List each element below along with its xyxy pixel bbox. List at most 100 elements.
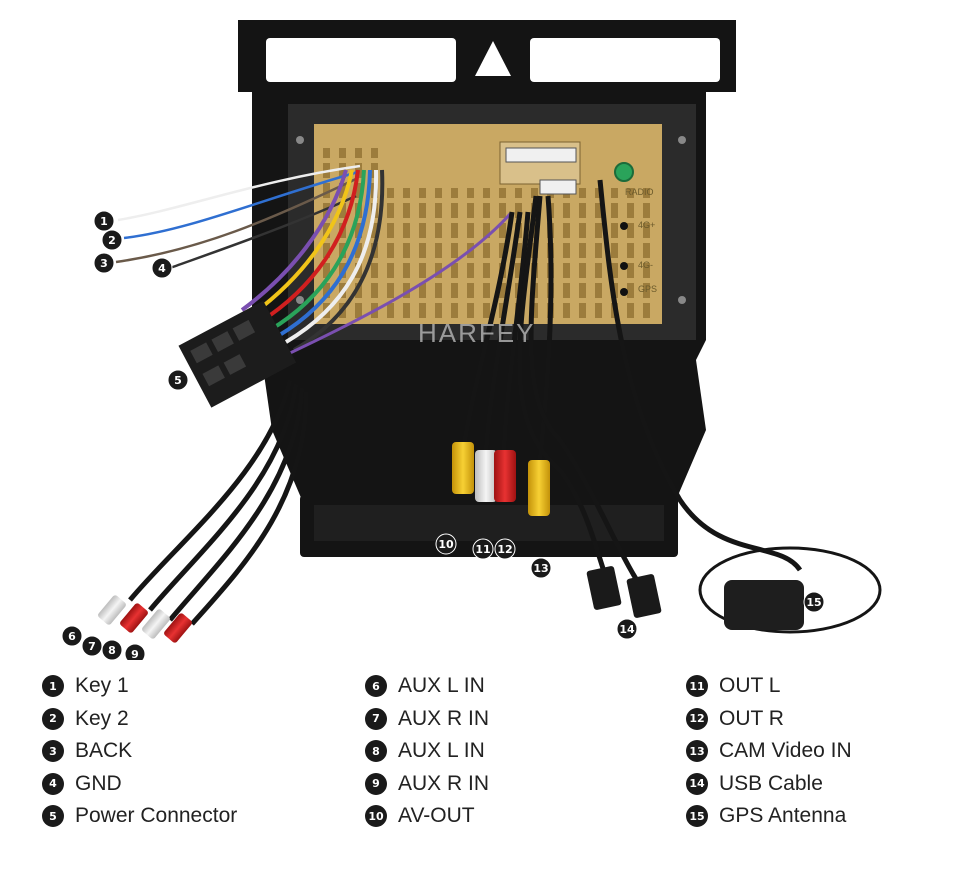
legend-item: 8 AUX L IN	[365, 735, 489, 768]
legend-item: 9 AUX R IN	[365, 768, 489, 801]
callout-number-15: 15	[806, 596, 821, 609]
legend-label: AV-OUT	[398, 804, 475, 828]
head-unit-wiring-photo: RADIO 4G+ 4G- GPS	[61, 20, 882, 660]
legend-badge: 15	[686, 805, 708, 828]
callout-badge-15	[803, 591, 825, 613]
power-wire-bundle	[240, 169, 385, 352]
legend-label: Key 2	[75, 706, 129, 730]
av-out-cables	[461, 179, 803, 602]
callout-badge-10	[435, 533, 457, 555]
legend-item: 1 Key 1	[42, 670, 237, 703]
legend-label: OUT L	[719, 674, 781, 698]
callout-number-8: 8	[108, 644, 116, 657]
legend-label: Key 1	[75, 674, 129, 698]
callout-number-9: 9	[131, 648, 139, 660]
legend-label: AUX R IN	[398, 706, 490, 730]
legend-item: 7 AUX R IN	[365, 703, 489, 736]
callout-badge-1	[93, 210, 115, 232]
four-g-minus-label: 4G-	[638, 260, 653, 270]
callout-number-3: 3	[100, 257, 108, 270]
legend: 1 Key 1 2 Key 2 3 BACK 4 GND 5 Power Connecto…	[0, 664, 980, 864]
legend-column-1: 1 Key 1 2 Key 2 3 BACK 4 GND 5 Power Connecto…	[42, 670, 237, 833]
legend-label: GPS Antenna	[719, 804, 847, 828]
harness-socket	[505, 147, 577, 163]
legend-badge: 2	[42, 707, 64, 730]
legend-item: 15 GPS Antenna	[686, 800, 852, 833]
legend-label: AUX L IN	[398, 739, 485, 763]
legend-item: 10 AV-OUT	[365, 800, 489, 833]
callout-number-7: 7	[88, 640, 96, 653]
usb-connectors	[586, 566, 662, 618]
legend-badge: 7	[365, 707, 387, 730]
legend-badge: 11	[686, 675, 708, 698]
legend-item: 5 Power Connector	[42, 800, 237, 833]
legend-badge: 13	[686, 740, 708, 763]
callout-badge-13	[530, 557, 552, 579]
callout-badge-8	[101, 639, 123, 660]
violet-wire	[287, 213, 512, 356]
legend-label: OUT R	[719, 706, 784, 730]
callout-number-10: 10	[438, 538, 454, 551]
legend-item: 6 AUX L IN	[365, 670, 489, 703]
frame-cutout-left	[266, 38, 456, 82]
gps-label: GPS	[638, 284, 657, 294]
callout-number-6: 6	[68, 630, 76, 643]
legend-label: BACK	[75, 739, 133, 763]
callout-badge-2	[101, 229, 123, 251]
legend-badge: 4	[42, 772, 64, 795]
aux-in-cables	[128, 379, 309, 626]
legend-badge: 6	[365, 675, 387, 698]
four-g-plus-label: 4G+	[638, 220, 655, 230]
callout-badge-4	[151, 257, 173, 279]
callout-number-11: 11	[475, 543, 490, 556]
callout-number-4: 4	[158, 262, 166, 275]
callout-number-1: 1	[100, 215, 108, 228]
callout-badge-5	[167, 369, 189, 391]
callout-number-14: 14	[619, 623, 635, 636]
legend-badge: 5	[42, 805, 64, 828]
legend-badge: 3	[42, 740, 64, 763]
legend-badge: 8	[365, 740, 387, 763]
callout-badge-7	[81, 635, 103, 657]
screws	[296, 136, 686, 304]
av-out-rca-plugs	[452, 442, 550, 516]
radio-label: RADIO	[625, 187, 654, 197]
legend-label: AUX L IN	[398, 674, 485, 698]
legend-label: Power Connector	[75, 804, 238, 828]
callout-number-2: 2	[108, 234, 116, 247]
callout-badge-3	[93, 252, 115, 274]
legend-label: CAM Video IN	[719, 739, 852, 763]
callout-number-13: 13	[533, 562, 548, 575]
legend-badge: 10	[365, 805, 387, 828]
aux-in-rca-plugs	[98, 595, 192, 643]
legend-badge: 14	[686, 772, 708, 795]
callout-badge-12	[494, 538, 516, 560]
frame-triangle-cutout	[475, 41, 511, 76]
legend-item: 12 OUT R	[686, 703, 852, 736]
legend-badge: 12	[686, 707, 708, 730]
watermark: HARFEY	[418, 318, 535, 348]
callout-badge-9	[124, 643, 146, 660]
legend-item: 4 GND	[42, 768, 237, 801]
callout-badge-6	[61, 625, 83, 647]
legend-item: 13 CAM Video IN	[686, 735, 852, 768]
callout-badge-14	[616, 618, 638, 640]
power-connector	[178, 300, 297, 408]
legend-item: 11 OUT L	[686, 670, 852, 703]
av-socket	[539, 179, 577, 195]
legend-item: 3 BACK	[42, 735, 237, 768]
legend-label: GND	[75, 771, 122, 795]
callout-number-12: 12	[497, 543, 512, 556]
callout-number-5: 5	[174, 374, 182, 387]
frame-cutout-right	[530, 38, 720, 82]
legend-item: 2 Key 2	[42, 703, 237, 736]
rear-panel: RADIO 4G+ 4G- GPS	[314, 124, 662, 324]
legend-badge: 1	[42, 675, 64, 698]
legend-label: AUX R IN	[398, 771, 490, 795]
gps-antenna	[698, 546, 882, 634]
legend-badge: 9	[365, 772, 387, 795]
